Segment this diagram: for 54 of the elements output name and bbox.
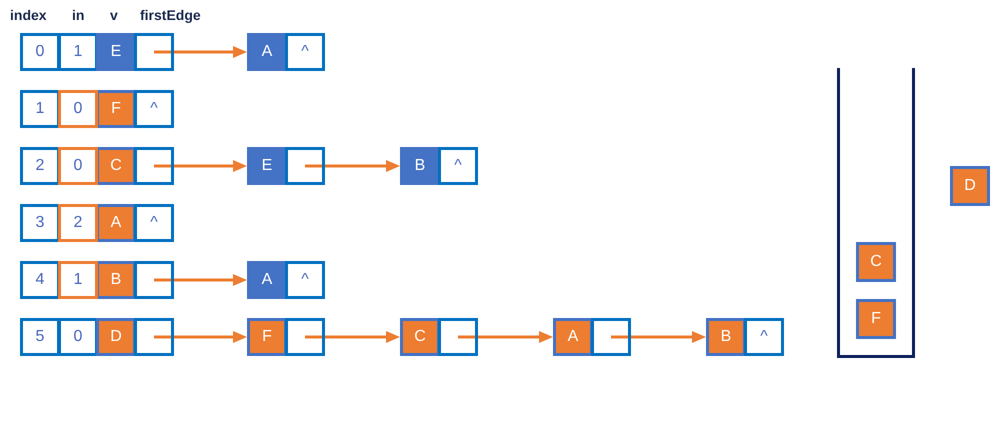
vertex-cell: A — [553, 318, 593, 356]
pointer-cell — [285, 318, 325, 356]
vertex-cell: C — [96, 147, 136, 185]
pointer-cell: ^ — [134, 90, 174, 128]
vertex-cell: A — [247, 33, 287, 71]
pointer-cell: ^ — [134, 204, 174, 242]
vertex-cell: D — [96, 318, 136, 356]
pointer-cell: ^ — [438, 147, 478, 185]
column-header: firstEdge — [140, 7, 201, 23]
in-degree-cell: 0 — [58, 90, 98, 128]
arrow — [154, 46, 247, 58]
vertex-tile: D — [950, 166, 990, 206]
vertex-cell: F — [247, 318, 287, 356]
index-cell: 2 — [20, 147, 60, 185]
vertex-cell: A — [96, 204, 136, 242]
pointer-cell — [591, 318, 631, 356]
vertex-cell: E — [96, 33, 136, 71]
index-cell: 0 — [20, 33, 60, 71]
pointer-cell: ^ — [285, 261, 325, 299]
stack-container — [837, 68, 915, 358]
pointer-cell — [134, 33, 174, 71]
vertex-cell: C — [400, 318, 440, 356]
pointer-cell — [134, 261, 174, 299]
pointer-cell — [134, 147, 174, 185]
pointer-cell — [285, 147, 325, 185]
arrow — [154, 160, 247, 172]
in-degree-cell: 2 — [58, 204, 98, 242]
arrow — [611, 331, 706, 343]
arrow — [305, 331, 400, 343]
pointer-cell: ^ — [285, 33, 325, 71]
vertex-cell: A — [247, 261, 287, 299]
in-degree-cell: 0 — [58, 147, 98, 185]
vertex-cell: B — [96, 261, 136, 299]
arrow — [154, 274, 247, 286]
vertex-tile: F — [856, 299, 896, 339]
column-header: v — [110, 7, 118, 23]
index-cell: 1 — [20, 90, 60, 128]
vertex-cell: F — [96, 90, 136, 128]
index-cell: 4 — [20, 261, 60, 299]
vertex-cell: B — [706, 318, 746, 356]
arrow — [458, 331, 553, 343]
column-header: index — [10, 7, 47, 23]
index-cell: 3 — [20, 204, 60, 242]
column-header: in — [72, 7, 84, 23]
index-cell: 5 — [20, 318, 60, 356]
pointer-cell: ^ — [744, 318, 784, 356]
vertex-cell: B — [400, 147, 440, 185]
arrow — [305, 160, 400, 172]
in-degree-cell: 1 — [58, 261, 98, 299]
vertex-tile: C — [856, 242, 896, 282]
vertex-cell: E — [247, 147, 287, 185]
arrow — [154, 331, 247, 343]
pointer-cell — [134, 318, 174, 356]
pointer-cell — [438, 318, 478, 356]
